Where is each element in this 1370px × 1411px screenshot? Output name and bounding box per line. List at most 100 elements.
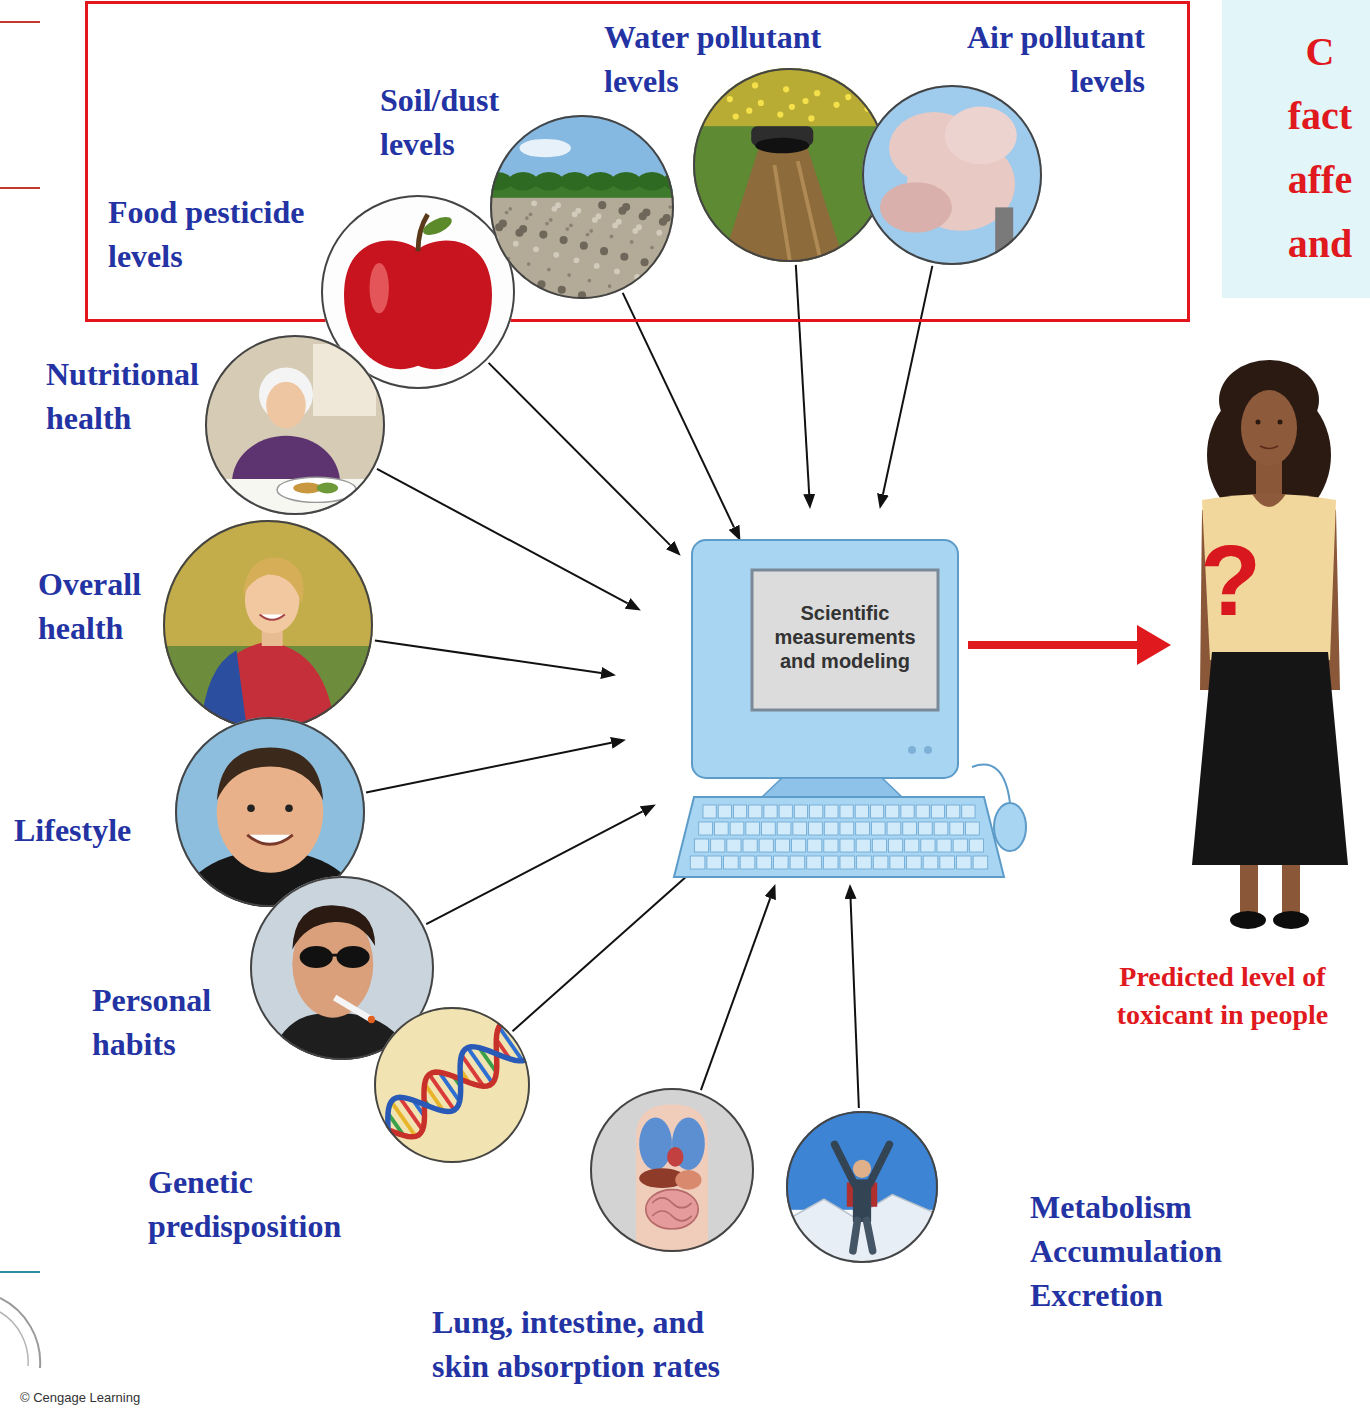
copyright-note: © Cengage Learning: [20, 1390, 140, 1406]
illustration-part: [205, 335, 385, 529]
illustration-part: [558, 286, 566, 294]
illustration-part: [777, 822, 791, 835]
illustration-part: [641, 258, 649, 266]
illustration-part: [774, 161, 821, 262]
illustration-part: [862, 85, 1042, 265]
keyboard: [674, 797, 1004, 877]
illustration-part: [590, 1088, 754, 1252]
illustration-part: [370, 263, 389, 313]
illustration-part: [707, 856, 722, 869]
factor-label: Air pollutant levels: [935, 15, 1145, 103]
illustration-part: [266, 382, 306, 429]
illustration-part: [650, 246, 654, 250]
illustration-part: [972, 765, 1010, 803]
illustration-part: [918, 822, 932, 835]
factor-label: Lung, intestine, and skin absorption rat…: [432, 1300, 732, 1388]
illustration-part: [497, 269, 505, 277]
illustration-part: [567, 273, 571, 277]
illustration-part: [598, 201, 606, 209]
factor-circle: Overall health: [163, 520, 373, 730]
illustration-part: [508, 207, 512, 211]
illustration-part: [361, 1123, 385, 1158]
illustration-part: [1278, 420, 1283, 425]
illustration-part: [590, 1088, 754, 1252]
illustration-part: [924, 746, 932, 754]
illustration-part: [711, 839, 725, 852]
illustration-part: [690, 856, 705, 869]
factor-circle: Air pollutant levels: [862, 85, 1042, 265]
illustration-part: [755, 138, 809, 154]
factor-label: Nutritional health: [46, 352, 226, 440]
circle-outline: [591, 1089, 753, 1251]
illustration-part: [802, 98, 808, 104]
illustration-part: [940, 856, 955, 869]
illustration-part: [618, 207, 626, 215]
illustration-part: [749, 805, 762, 818]
circle-outline: [787, 1112, 937, 1262]
illustration-part: [560, 172, 589, 190]
input-arrow: [883, 266, 932, 494]
illustration-part: [569, 224, 573, 228]
sunglasses: [300, 946, 333, 968]
illustration-part: [714, 822, 728, 835]
illustration-part: [733, 113, 739, 119]
illustration-part: [368, 1016, 375, 1023]
water-illustration: [693, 68, 887, 262]
illustration-part: [1240, 865, 1258, 913]
illustration-part: [675, 1170, 701, 1190]
illustration-part: [862, 85, 1042, 265]
illustration-part: [354, 1130, 377, 1163]
illustration-part: [539, 231, 547, 239]
illustration-part: [840, 839, 854, 852]
illustration-part: [1256, 420, 1261, 425]
illustration-part: [610, 235, 614, 239]
illustration-part: [743, 839, 757, 852]
woman-illustration: [1172, 360, 1367, 950]
illustration-part: [331, 954, 338, 957]
illustration-part: [823, 856, 838, 869]
output-label: Predicted level of toxicant in people: [1080, 958, 1365, 1034]
illustration-part: [887, 822, 901, 835]
illustration-part: [873, 856, 888, 869]
organs-illustration: [590, 1088, 754, 1252]
dna-strand: [337, 996, 567, 1175]
illustration-part: [730, 822, 744, 835]
illustration-part: [690, 68, 887, 262]
illustration-part: [590, 1088, 754, 1252]
illustration-part: [163, 520, 373, 730]
input-arrow: [489, 363, 671, 545]
illustration-part: [507, 1022, 531, 1056]
illustration-part: [632, 228, 638, 234]
illustration-part: [285, 804, 293, 812]
illustration-part: [648, 295, 652, 299]
input-arrow: [701, 898, 770, 1090]
dna-illustration: [374, 1007, 530, 1163]
illustration-part: [620, 253, 628, 261]
illustration-part: [545, 222, 549, 226]
input-arrow: [375, 640, 601, 673]
illustration-part: [600, 247, 608, 255]
face: [1241, 390, 1297, 466]
illustration-part: [534, 172, 563, 190]
illustration-part: [515, 229, 523, 237]
illustration-part: [727, 96, 733, 102]
group-frame: Food pesticide levelsSoil/dust levelsWat…: [85, 1, 1190, 322]
illustration-part: [614, 268, 620, 274]
illustration-part: [808, 839, 822, 852]
illustration-part: [505, 211, 509, 215]
illustration-part: [783, 86, 789, 92]
chimney: [995, 207, 1013, 265]
illustration-part: [870, 805, 883, 818]
illustration-part: [839, 77, 845, 83]
illustration-part: [612, 222, 618, 228]
illustration-part: [707, 84, 713, 90]
illustration-part: [856, 822, 870, 835]
nutrition-illustration: [205, 335, 385, 515]
illustration-part: [752, 82, 758, 88]
illustration-part: [703, 805, 716, 818]
illustration-part: [908, 746, 916, 754]
title-text: C fact affe and: [1282, 20, 1358, 276]
rule-line: [0, 21, 40, 23]
illustration-part: [337, 996, 567, 1175]
illustration-part: [574, 257, 580, 263]
